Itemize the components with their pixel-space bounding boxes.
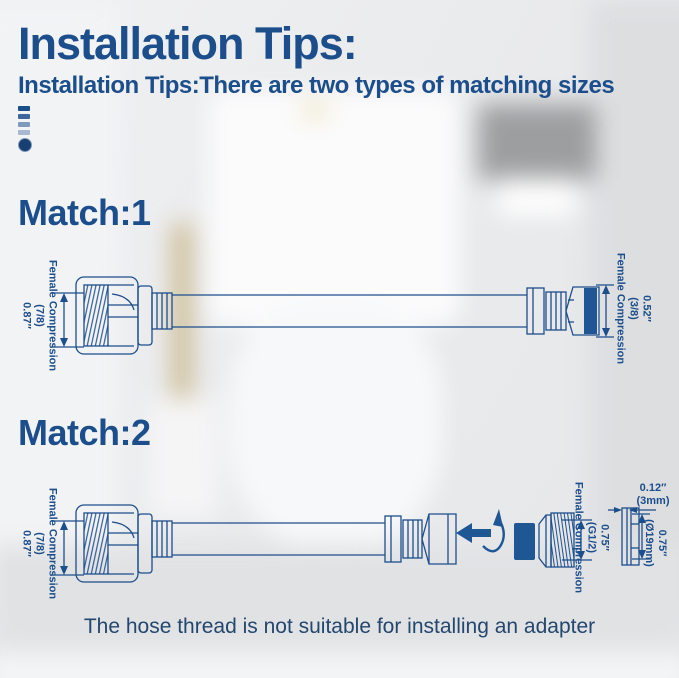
fitting-fraction: (G1/2) [585,521,598,554]
toilet-brush [172,222,192,402]
match2-heading: Match:2 [18,412,151,453]
wall-highlight [300,100,330,120]
adapter-side-view-drawing [608,507,656,566]
paper-holder [478,104,596,180]
page-subtitle: Installation Tips:There are two types of… [18,72,615,99]
toilet-bowl [228,300,443,550]
match1-right-fitting-label: 0.52″ (3/8) Female Compression [614,247,653,371]
side-view-diameter-label: 0.75″ (Ø19mm) [642,513,668,573]
fitting-type: Female Compression [614,252,627,365]
fitting-inch: 0.52″ [640,295,653,322]
match1-hose [172,294,527,328]
diameter-mm: (Ø19mm) [643,519,655,567]
match2-hose-end-nut-drawing [384,513,457,565]
brush-holder [148,398,218,518]
width-mm: (3mm) [636,495,670,507]
paper-roll [498,178,576,216]
fitting-type: Female Compression [572,481,585,594]
side-view-width-label: 0.12″ (3mm) [630,482,676,508]
match1-right-fitting-drawing [526,284,614,338]
match2-left-fitting-drawing [51,504,173,583]
floor-strip [0,652,679,678]
fitting-fraction: (7/8) [33,304,46,327]
toilet-tank [208,90,460,325]
match1-left-fitting-label: Female Compression (7/8) 0.87″ [20,254,59,378]
match2-adapter-label: 0.75″ (G1/2) Female Compression [572,476,611,600]
match1-left-fitting-drawing [51,276,173,355]
fitting-inch: 0.87″ [20,302,33,329]
wall-right [590,0,679,620]
fitting-fraction: (7/8) [33,532,46,555]
match1-heading: Match:1 [18,192,151,233]
fitting-fraction: (3/8) [627,297,640,320]
match2-left-fitting-label: Female Compression (7/8) 0.87″ [20,482,59,606]
fitting-type: Female Compression [46,487,59,600]
footer-note: The hose thread is not suitable for inst… [83,615,596,638]
match2-hose [172,522,385,556]
fitting-type: Female Compression [46,259,59,372]
fitting-inch: 0.87″ [20,530,33,557]
page-title: Installation Tips: [18,18,358,69]
match2-adapter-drawing [514,512,592,568]
unscrew-arrow-icon [456,509,505,553]
diameter-inch: 0.75″ [656,529,668,557]
width-inch: 0.12″ [639,482,667,494]
fitting-inch: 0.75″ [598,524,611,551]
exclamation-deco-icon [18,106,32,152]
